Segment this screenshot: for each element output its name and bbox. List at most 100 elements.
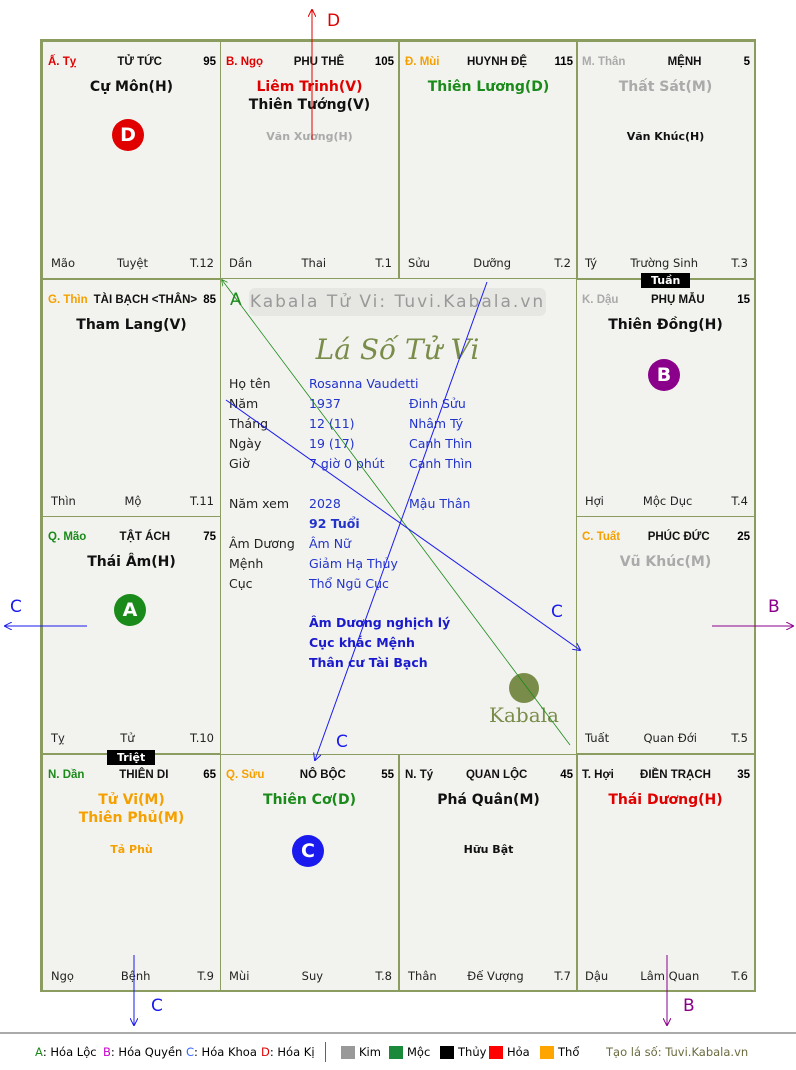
palace-age: 45: [560, 769, 573, 781]
branch: Dậu: [585, 969, 609, 983]
legend-element: Mộc: [389, 1045, 430, 1059]
life-stage: Thai: [301, 256, 327, 270]
palace-name: TÀI BẠCH <THÂN>: [93, 294, 198, 306]
major-stars: Thiên Lương(D): [400, 78, 577, 96]
major-stars: Vũ Khúc(M): [577, 553, 754, 571]
palace-name: MỆNH: [667, 56, 702, 68]
palace-can: N. Dần: [48, 769, 85, 781]
month: T.6: [731, 969, 748, 983]
info-value-2: Mậu Thân: [409, 496, 471, 511]
marker-d: D: [112, 119, 144, 151]
legend-hoa-label: : Hóa Kị: [269, 1045, 315, 1059]
month: T.4: [731, 494, 748, 508]
major-stars: Thiên Đồng(H): [577, 316, 754, 334]
life-stage: Lâm Quan: [640, 969, 700, 983]
life-stage: Dưỡng: [473, 256, 512, 270]
palace-name: NÔ BỘC: [299, 769, 346, 781]
life-stage: Trường Sinh: [630, 256, 699, 270]
arrow-label-c2: C: [336, 732, 348, 752]
chart-title: Lá Số Tử Vi: [315, 333, 480, 366]
branch: Mão: [51, 256, 76, 270]
palace-name: ĐIỀN TRẠCH: [640, 769, 711, 781]
palace-age: 65: [203, 769, 216, 781]
major-star: Thất Sát(M): [618, 79, 713, 95]
marker-a: A: [114, 594, 146, 626]
branch: Tỵ: [51, 731, 65, 745]
legend-hoa-label: : Hóa Khoa: [194, 1045, 257, 1059]
palace-age: 15: [737, 294, 750, 306]
major-star: Thiên Lương(D): [427, 79, 550, 95]
info-value: 7 giờ 0 phút: [309, 456, 385, 471]
logo-text: Kabala: [489, 703, 559, 727]
legend-element: Hỏa: [489, 1045, 530, 1059]
life-stage: Tử: [120, 731, 135, 745]
info-value: Rosanna Vaudetti: [309, 376, 419, 391]
marker-c: C: [292, 835, 324, 867]
minor-star: Tả Phù: [110, 843, 153, 856]
month: T.11: [190, 494, 214, 508]
life-stage: Suy: [301, 969, 324, 983]
palace-age: 115: [554, 56, 573, 68]
info-key: Năm: [229, 396, 259, 411]
info-key: Họ tên: [229, 376, 271, 391]
legend-hoa: A: Hóa Lộc: [35, 1045, 97, 1059]
info-value: 1937: [309, 396, 341, 411]
palace-age: 75: [203, 531, 216, 543]
palace-header: G. Thìn TÀI BẠCH <THÂN> 85: [48, 294, 216, 306]
minor-star: Văn Khúc(H): [626, 130, 705, 143]
palace-can: T. Hợi: [582, 769, 614, 781]
month: T.8: [375, 969, 392, 983]
arrow-label-c1: C: [551, 602, 563, 622]
legend-element-label: Hỏa: [507, 1045, 530, 1059]
info-key: Giờ: [229, 456, 250, 471]
legend-hoa-key: B: [103, 1045, 111, 1059]
major-stars: Liêm Trinh(V)Thiên Tướng(V): [221, 78, 398, 114]
info-value: Giảm Hạ Thủy: [309, 556, 398, 571]
color-swatch-icon: [489, 1045, 503, 1059]
palace-can: B. Ngọ: [226, 56, 264, 68]
info-value-2: Nhâm Tý: [409, 416, 464, 431]
note-3: Thân cư Tài Bạch: [309, 655, 428, 670]
life-stage: Mộc Dục: [642, 494, 693, 508]
chart-center-info: Kabala Tử Vi: Tuvi.Kabala.vn Lá Số Tử Vi…: [219, 278, 576, 754]
palace-can: Q. Mão: [48, 531, 87, 543]
minor-star: Văn Xương(H): [266, 130, 353, 143]
info-value: 12 (11): [309, 416, 355, 431]
note-1: Âm Dương nghịch lý: [309, 615, 451, 630]
palace-name: QUAN LỘC: [465, 769, 528, 781]
color-swatch-icon: [440, 1045, 454, 1059]
palace-age: 95: [203, 56, 216, 68]
major-star: Vũ Khúc(M): [619, 554, 712, 570]
credit-link[interactable]: Tạo lá số: Tuvi.Kabala.vn: [606, 1045, 749, 1059]
palace-can: Q. Sửu: [226, 769, 265, 781]
info-key: Mệnh: [229, 556, 264, 571]
major-star: Thái Âm(H): [87, 554, 176, 570]
life-stage: Quan Đới: [643, 731, 697, 745]
palace-can: C. Tuất: [582, 531, 621, 543]
info-value-2: Đinh Sửu: [409, 396, 466, 411]
major-stars: Phá Quân(M): [400, 791, 577, 809]
palace-can: K. Dậu: [582, 294, 619, 306]
legend-hoa-key: D: [261, 1045, 270, 1059]
palace-can: Ấ. Tỵ: [48, 56, 77, 68]
palace-age: 85: [203, 294, 216, 306]
palace-can: G. Thìn: [48, 294, 88, 306]
